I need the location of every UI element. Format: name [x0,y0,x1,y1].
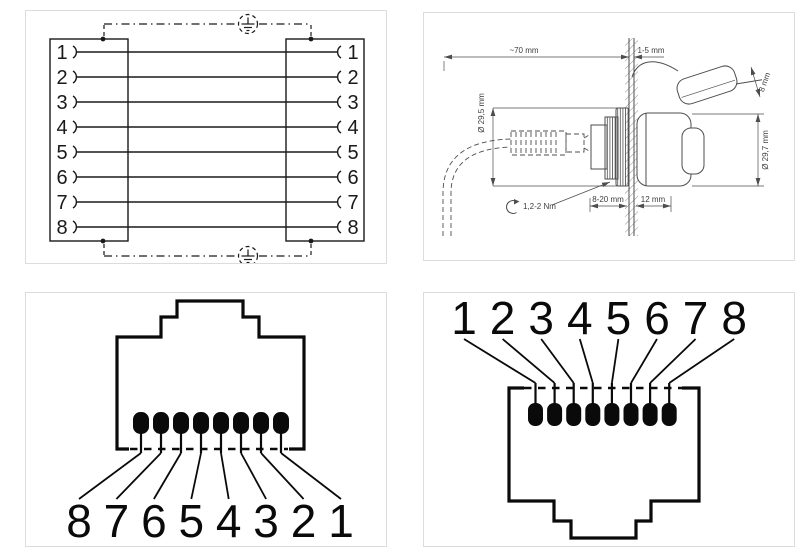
pin-label: 7 [56,192,67,214]
dim-label: 1,2-2 Nm [523,202,556,211]
pin-label: 8 [66,495,92,546]
pin-label: 6 [141,495,167,546]
pin-label: 2 [56,67,67,89]
pin-label: 8 [56,217,67,239]
pin-label: 7 [104,495,130,546]
receptacle-body [636,112,705,187]
pin-label: 8 [721,293,747,344]
pin-contact [623,403,639,426]
pin-label: 4 [216,495,242,546]
cable-and-plug-phantom [442,130,592,236]
protective-cap [676,65,763,105]
pin-label: 3 [528,293,554,344]
dim-label: 8-20 mm [592,195,624,204]
pin-contact [528,403,543,426]
pin-label: 3 [347,92,358,114]
pin-contact [547,403,563,426]
shield-line-bottom [103,244,312,263]
pin-label: 2 [490,293,516,344]
pin-label: 1 [328,495,354,546]
pin-contact [661,403,677,426]
earth-ground-icon [237,13,259,35]
dimension-torque: 1,2-2 Nm [506,181,611,214]
mounting-wall [625,38,638,236]
right-contact-arcs [336,45,342,234]
left-pin-numbers: 1 2 3 4 5 6 7 8 [56,42,67,239]
shield-junction-dots [100,36,314,244]
pin-contact [193,412,209,434]
dimension-wall-thickness: 1-5 mm [634,46,665,60]
dimension-diameter-front: Ø 29,5 mm [477,93,617,187]
earth-ground-icon [237,245,259,263]
jack-leader-lines [78,452,342,500]
torque-icon [506,200,517,214]
pin-contact [585,403,601,426]
pin-label: 5 [606,293,632,344]
pin-label: 1 [56,42,67,64]
right-connector-body [285,38,365,242]
pin-label: 5 [347,142,358,164]
pin-contact [604,403,620,426]
pin-label: 6 [56,167,67,189]
plug-pin-numbers: 1 2 3 4 5 6 7 8 [451,293,747,344]
cap-lanyard [631,61,679,78]
pin-contact [133,412,149,434]
pin-label: 3 [56,92,67,114]
pin-contact [153,412,169,434]
dim-label: 8 mm [757,71,772,93]
pin-contact [173,412,189,434]
dimension-diameter-rear: Ø 29,7 mm [692,113,770,187]
plug-leader-lines [463,338,735,384]
pin-label: 8 [347,217,358,239]
pin-label: 5 [56,142,67,164]
pin-label: 3 [253,495,279,546]
pin-contact [273,412,289,434]
pin-label: 2 [347,67,358,89]
wires [77,51,337,228]
left-contact-arcs [72,45,78,234]
pin-label: 2 [291,495,317,546]
wiring-diagram: 1 2 3 4 5 6 7 8 1 2 3 4 5 6 7 8 [49,13,365,263]
plug-view: 1 2 3 4 5 6 7 8 [451,293,747,540]
plug-outline [507,386,701,540]
dimension-length: ~70 mm [443,46,629,71]
pin-label: 1 [451,293,477,344]
shield-line-top [103,13,312,36]
pin-label: 1 [347,42,358,64]
wiring-diagram-panel: 1 2 3 4 5 6 7 8 1 2 3 4 5 6 7 8 [25,10,387,264]
pin-label: 7 [347,192,358,214]
pin-contact [642,403,658,426]
jack-pin-numbers: 8 7 6 5 4 3 2 1 [66,495,354,546]
dimension-cap-height: 8 mm [750,66,772,98]
dimension-thread-length: 8-20 mm [589,195,627,212]
jack-pins [133,412,289,453]
jack-front-view: 8 7 6 5 4 3 2 1 [66,299,354,546]
pin-label: 7 [683,293,709,344]
left-connector-body [49,38,129,242]
pin-contact [566,403,582,426]
dim-label: 1-5 mm [637,46,664,55]
pin-contact [253,412,269,434]
pin-label: 6 [347,167,358,189]
mounting-drawing-panel: ~70 mm 1-5 mm Ø 29,5 mm Ø 29,7 mm [423,12,795,261]
pin-label: 4 [347,117,358,139]
pin-label: 4 [567,293,593,344]
right-pin-numbers: 1 2 3 4 5 6 7 8 [347,42,358,239]
dim-label: Ø 29,7 mm [761,130,770,170]
jack-outline [115,299,306,451]
pin-contact [213,412,229,434]
dim-label: Ø 29,5 mm [477,93,486,133]
plug-view-panel: 1 2 3 4 5 6 7 8 [423,292,795,547]
pin-label: 4 [56,117,67,139]
pin-label: 5 [179,495,205,546]
dim-label: ~70 mm [509,46,538,55]
dim-label: 12 mm [641,195,666,204]
mounting-drawing: ~70 mm 1-5 mm Ø 29,5 mm Ø 29,7 mm [442,38,772,236]
coupling-nut-and-carrier [590,107,630,187]
pin-label: 6 [644,293,670,344]
pin-contact [233,412,249,434]
dimension-rear-length: 12 mm [636,195,672,212]
plug-pins [528,383,677,426]
jack-front-view-panel: 8 7 6 5 4 3 2 1 [25,292,387,547]
